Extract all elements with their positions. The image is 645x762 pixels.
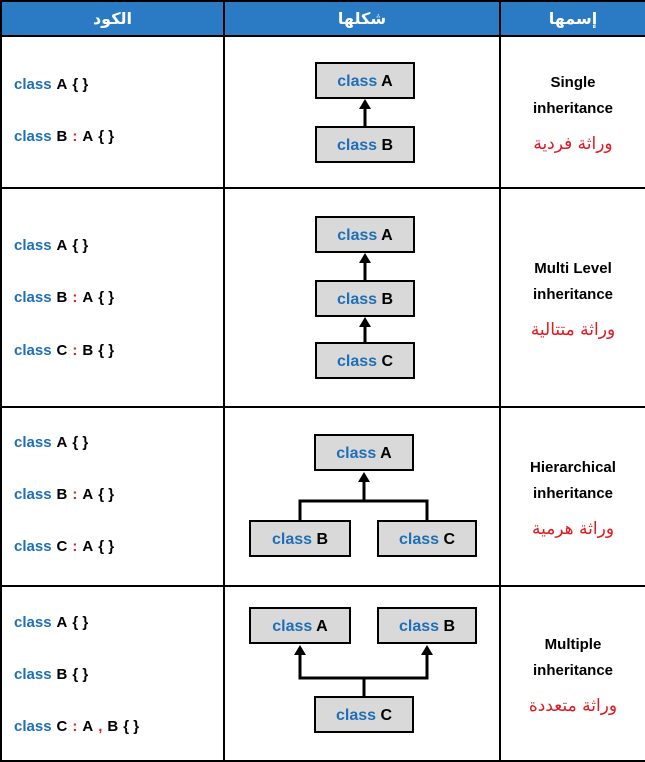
box-label: class B [337,137,393,154]
code-line: class C : A { } [14,538,115,555]
box-class-b [315,126,415,163]
box-class-c [377,520,477,557]
name-en-line2: inheritance [532,484,614,502]
name-en-line2: inheritance [532,285,614,303]
header-code: الكود [0,0,225,37]
box-label: class B [337,291,393,308]
row-hierarchical: class A { } class B : A { } class C : A … [0,406,645,587]
diagram-hierarchical-svg: class A class B class C [249,434,477,557]
box-class-a [315,216,415,253]
code-line: class B : A { } [14,486,115,503]
box-class-c [314,696,414,733]
box-label: class B [272,531,328,548]
name-en-line2: inheritance [532,661,614,679]
diagram-multiple: class A class B class C [223,585,501,762]
diagram-multilevel: class A class B class C [223,187,501,408]
arrow-head [358,472,370,482]
code-line: class B : A { } [14,128,115,145]
connector-line [298,499,429,521]
box-label: class C [337,353,394,370]
code-line: class C : A , B { } [14,718,140,735]
diagram-single-svg: class A class B [315,62,415,163]
diagram-multiple-svg: class A class B class C [249,607,477,733]
code-cell-multilevel: class A { } class B : A { } class C : B … [0,187,225,408]
name-cell-multilevel: Multi Level inheritance وراثة متتالية [499,187,645,408]
code-line: class B : A { } [14,289,115,306]
name-en-line2: inheritance [532,100,614,117]
box-class-b [249,520,351,557]
code-line: class A { } [14,614,89,631]
name-cell-multiple: Multiple inheritance وراثة متعددة [499,585,645,762]
box-label: class A [336,445,392,462]
diagram-single: class A class B [223,35,501,189]
code-cell-hierarchical: class A { } class B : A { } class C : A … [0,406,225,587]
header-name: إسمها [499,0,645,37]
name-ar: وراثة متعددة [528,695,618,716]
code-line: class C : B { } [14,342,115,359]
box-label: class A [272,618,328,635]
box-class-a [314,434,414,471]
name-ar: وراثة متتالية [530,319,616,340]
code-cell-multiple: class A { } class B { } class C : A , B … [0,585,225,762]
name-cell-hierarchical: Hierarchical inheritance وراثة هرمية [499,406,645,587]
name-en-line1: Hierarchical [530,458,616,476]
arrow-head [359,99,371,109]
box-label: class C [399,531,456,548]
code-line: class A { } [14,76,89,93]
diagram-multilevel-svg: class A class B class C [315,216,415,379]
box-class-c [315,342,415,379]
name-ar: وراثة فردية [533,134,613,154]
name-en-line1: Multi Level [534,259,612,277]
arrow-head [294,645,306,655]
name-ar: وراثة هرمية [531,518,615,539]
name-en-line1: Single [550,74,596,91]
arrow-head [359,317,371,327]
name-cell-single: Single inheritance وراثة فردية [499,35,645,189]
row-single: class A { } class B : A { } class A clas… [0,35,645,189]
header-shape: شكلها [223,0,501,37]
code-line: class A { } [14,237,89,254]
diagram-hierarchical: class A class B class C [223,406,501,587]
box-class-a [315,62,415,99]
connector-line [298,653,429,680]
box-class-b [377,607,477,644]
arrow-head [421,645,433,655]
arrow-head [359,253,371,263]
box-label: class B [399,618,455,635]
header-row: الكود شكلها إسمها [0,0,645,37]
box-label: class C [336,707,393,724]
name-en-line1: Multiple [544,635,602,653]
row-multiple: class A { } class B { } class C : A , B … [0,585,645,762]
box-class-b [315,280,415,317]
row-multilevel: class A { } class B : A { } class C : B … [0,187,645,408]
code-line: class B { } [14,666,89,683]
box-label: class A [337,73,393,90]
code-cell-single: class A { } class B : A { } [0,35,225,189]
box-label: class A [337,227,393,244]
box-class-a [249,607,351,644]
code-line: class A { } [14,434,89,451]
